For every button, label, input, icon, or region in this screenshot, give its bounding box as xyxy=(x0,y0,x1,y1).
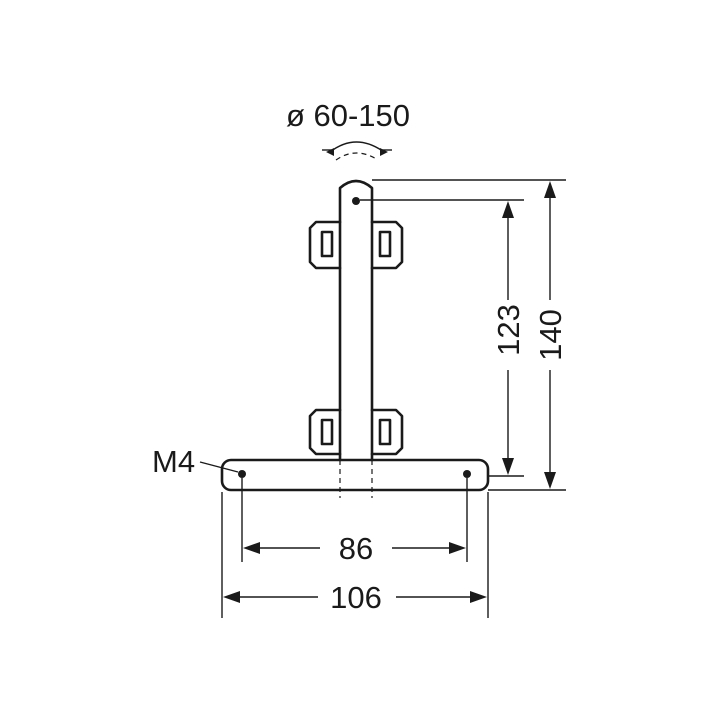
dimension-width-holes: 86 xyxy=(241,478,468,566)
lower-clip-right-outline xyxy=(370,408,404,456)
dim-arrow-106-right xyxy=(470,591,487,603)
pipe-diameter-label: ø 60-150 xyxy=(286,98,410,133)
upper-clip-right-outline xyxy=(370,220,404,270)
dim-label-106: 106 xyxy=(330,580,382,615)
thread-label: M4 xyxy=(152,444,195,479)
dimension-height-total: 140 xyxy=(372,179,568,491)
base-plate xyxy=(220,458,490,492)
lower-cable-clips xyxy=(308,408,404,456)
base-plate-outline xyxy=(220,458,490,492)
dim-label-123: 123 xyxy=(491,304,526,356)
dim-arrow-123-bottom xyxy=(502,458,514,475)
upper-cable-clips xyxy=(308,220,404,270)
clamp-arrow-right xyxy=(380,148,388,156)
dim-label-86: 86 xyxy=(339,531,373,566)
clamp-arc-top xyxy=(329,141,385,153)
dim-label-140: 140 xyxy=(533,309,568,361)
upper-clip-right-slot xyxy=(378,230,392,258)
dim-arrow-86-left xyxy=(243,542,260,554)
thread-leader-line xyxy=(199,461,239,473)
dim-arrow-123-top xyxy=(502,201,514,218)
upper-clip-left-slot xyxy=(320,230,334,258)
post-outline xyxy=(338,179,374,462)
pipe-clamp-symbol xyxy=(322,141,392,161)
dim-arrow-86-right xyxy=(449,542,466,554)
dimension-height-hole: 123 xyxy=(360,199,526,477)
upper-clip-left-outline xyxy=(308,220,342,270)
lower-clip-left-outline xyxy=(308,408,342,456)
base-hole-left xyxy=(238,470,246,478)
post-top-hole xyxy=(352,197,360,205)
dimension-width-total: 106 xyxy=(221,492,489,618)
dim-arrow-140-bottom xyxy=(544,472,556,489)
lower-clip-right-slot xyxy=(378,418,392,446)
clamp-arrow-left xyxy=(326,148,334,156)
lower-clip-left-slot xyxy=(320,418,334,446)
vertical-post xyxy=(338,179,374,498)
dim-arrow-140-top xyxy=(544,181,556,198)
clamp-arc-dashed xyxy=(335,152,379,161)
base-hole-right xyxy=(463,470,471,478)
dim-arrow-106-left xyxy=(223,591,240,603)
